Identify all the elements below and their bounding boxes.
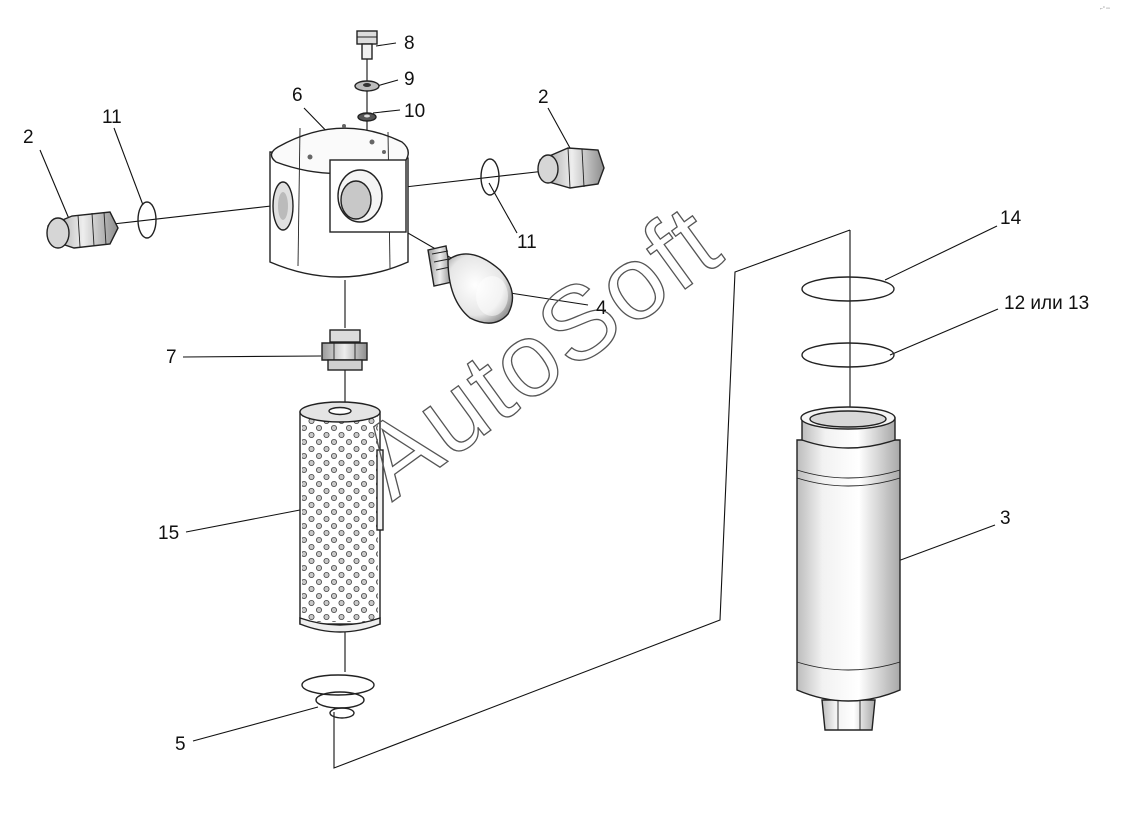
corner-mark: ⌐° ⁿⁿ	[1100, 6, 1110, 12]
callout-11-left: 11	[102, 107, 122, 128]
callout-2-left: 2	[23, 127, 34, 148]
ring-top-part	[801, 276, 895, 302]
callout-5: 5	[175, 734, 186, 755]
valve-part	[427, 245, 514, 324]
callout-15: 15	[158, 523, 179, 544]
bowl-part	[796, 406, 901, 731]
fitting-right-part	[537, 147, 605, 189]
callout-9: 9	[404, 69, 415, 90]
filter-element-part	[299, 401, 384, 633]
ring-mid-part	[801, 342, 895, 368]
spring-part	[301, 674, 375, 719]
fitting-left-part	[46, 211, 119, 249]
callout-11-right: 11	[517, 232, 537, 253]
callout-labels: 8 9 10 6 2 11 2 11 4 7 15 5 14 12 или 13…	[23, 33, 1089, 755]
housing-part	[269, 124, 409, 278]
seal-right-part	[480, 158, 500, 196]
callout-12-13: 12 или 13	[1004, 293, 1089, 314]
callout-14: 14	[1000, 208, 1022, 229]
callout-6: 6	[292, 85, 303, 106]
washer-part	[354, 80, 380, 92]
spring-washer-part	[357, 112, 377, 122]
callout-3: 3	[1000, 508, 1011, 529]
callout-4: 4	[596, 298, 607, 319]
seal-left-part	[137, 201, 157, 239]
callout-10: 10	[404, 101, 425, 122]
bolt-part	[356, 30, 378, 60]
nipple-part	[321, 329, 368, 371]
callout-8: 8	[404, 33, 415, 54]
callout-7: 7	[166, 347, 177, 368]
callout-2-right: 2	[538, 87, 549, 108]
